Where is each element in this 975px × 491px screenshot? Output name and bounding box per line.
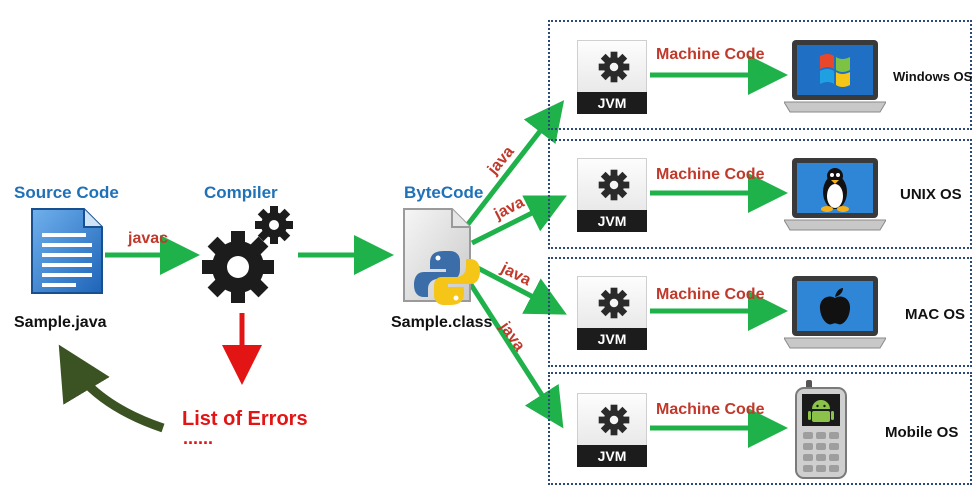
python-file-icon bbox=[403, 208, 480, 305]
os-name-windows: Windows OS bbox=[893, 69, 973, 84]
apple-logo-icon bbox=[819, 288, 851, 325]
document-icon bbox=[31, 208, 103, 294]
java-arrow-4 bbox=[465, 278, 564, 429]
machine-code-label-4: Machine Code bbox=[656, 401, 765, 418]
unix-laptop-icon bbox=[784, 158, 886, 231]
java-arrow-1 bbox=[463, 100, 565, 230]
errors-title: List of Errors bbox=[182, 408, 308, 430]
windows-logo-icon bbox=[820, 54, 850, 87]
source-file-name: Sample.java bbox=[14, 314, 107, 331]
bytecode-title: ByteCode bbox=[404, 183, 484, 202]
gear-icon bbox=[598, 404, 630, 436]
unix-target-frame bbox=[548, 139, 972, 249]
mac-target-frame bbox=[548, 257, 972, 367]
android-phone-icon bbox=[808, 400, 834, 422]
jvm-box-2: JVM bbox=[577, 158, 647, 232]
os-name-unix: UNIX OS bbox=[900, 186, 962, 203]
tux-penguin-icon bbox=[821, 168, 849, 212]
java-arrow-3 bbox=[470, 262, 567, 315]
gear-icon bbox=[598, 51, 630, 83]
machine-code-label-3: Machine Code bbox=[656, 286, 765, 303]
mobile-phone-icon bbox=[795, 380, 847, 479]
bytecode-file-name: Sample.class bbox=[391, 314, 493, 331]
jvm-label: JVM bbox=[577, 210, 647, 232]
compiler-gears-icon bbox=[202, 206, 293, 303]
os-name-mobile: Mobile OS bbox=[885, 424, 959, 441]
jvm-box-4: JVM bbox=[577, 393, 647, 467]
jvm-box-3: JVM bbox=[577, 276, 647, 350]
gear-icon bbox=[598, 287, 630, 319]
jvm-label: JVM bbox=[577, 445, 647, 467]
feedback-arrow bbox=[58, 344, 165, 433]
os-name-mac: MAC OS bbox=[905, 306, 965, 323]
jvm-box-1: JVM bbox=[577, 40, 647, 114]
javac-label: javac bbox=[128, 230, 169, 247]
gear-icon bbox=[598, 169, 630, 201]
jvm-label: JVM bbox=[577, 328, 647, 350]
errors-ellipsis: ...... bbox=[183, 428, 214, 448]
compiler-title: Compiler bbox=[204, 183, 278, 202]
mac-laptop-icon bbox=[784, 276, 886, 349]
source-code-title: Source Code bbox=[14, 183, 119, 202]
java-arrow-2 bbox=[470, 195, 567, 246]
jvm-label: JVM bbox=[577, 92, 647, 114]
windows-laptop-icon bbox=[784, 40, 886, 113]
windows-target-frame bbox=[548, 20, 972, 130]
machine-code-label-1: Machine Code bbox=[656, 46, 765, 63]
mobile-target-frame bbox=[548, 372, 972, 485]
machine-code-label-2: Machine Code bbox=[656, 166, 765, 183]
